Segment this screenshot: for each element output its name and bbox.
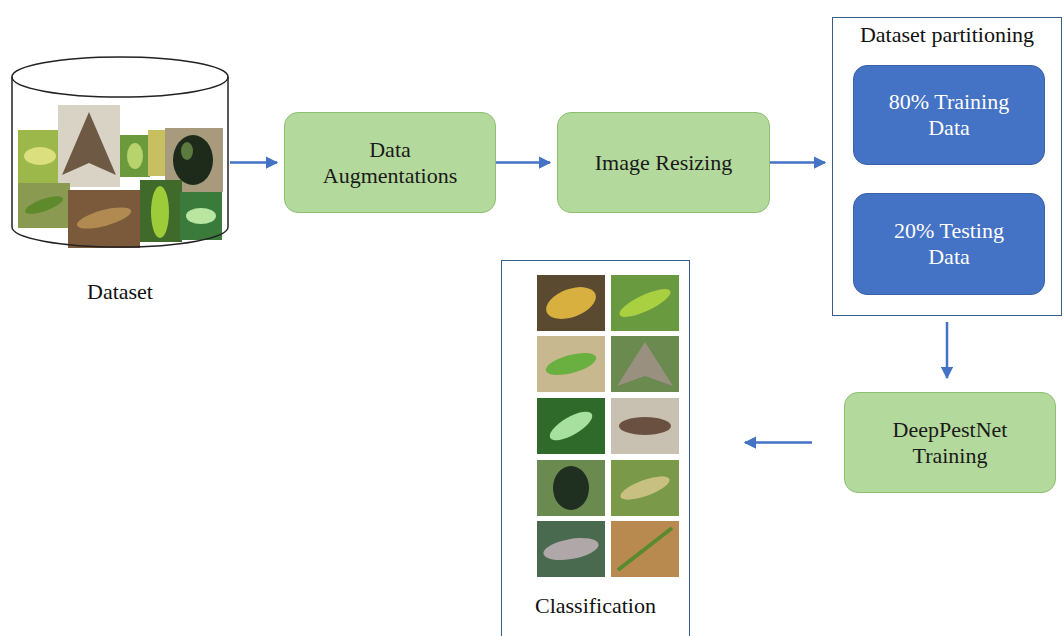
pest-figure <box>127 143 143 169</box>
data-split-box: 80% Training Data <box>853 65 1045 165</box>
pest-figure <box>619 417 671 435</box>
cylinder-top <box>12 57 228 97</box>
pest-figure <box>173 135 213 185</box>
pest-figure <box>618 472 672 505</box>
pest-figure <box>542 534 601 563</box>
cylinder-outline <box>10 55 230 250</box>
pest-photo <box>537 460 605 516</box>
pest-photo <box>140 180 182 242</box>
node-label: Image Resizing <box>595 150 732 176</box>
pest-photo <box>68 190 140 248</box>
pest-figure <box>151 186 169 238</box>
pest-figure <box>546 406 597 446</box>
process-box: Image Resizing <box>557 112 770 213</box>
pest-photo <box>611 275 679 331</box>
pest-photo <box>18 183 70 228</box>
process-box: Data Augmentations <box>284 112 496 213</box>
pest-photo <box>611 336 679 392</box>
cylinder-body <box>12 77 228 247</box>
pest-figure <box>542 281 600 325</box>
pest-figure <box>186 208 216 224</box>
pest-figure <box>544 349 599 380</box>
flow-arrow <box>946 322 949 378</box>
pest-photo <box>58 105 120 187</box>
pest-photo <box>611 460 679 516</box>
pest-photo <box>537 336 605 392</box>
pest-figure <box>62 112 116 175</box>
pest-photo <box>120 135 150 177</box>
group-heading: Dataset partitioning <box>860 22 1034 48</box>
node-label: Data Augmentations <box>315 137 465 189</box>
result-panel: Classification <box>501 260 690 636</box>
group-box: Dataset partitioning 80% Training Data 20%… <box>832 17 1062 316</box>
pest-figure <box>181 142 193 160</box>
pest-figure <box>618 528 672 570</box>
pest-photo <box>18 130 63 185</box>
flow-arrow <box>770 161 825 164</box>
pest-figure <box>617 342 673 386</box>
node-label: 80% Training Data <box>879 89 1019 141</box>
pest-figure <box>23 193 65 218</box>
flow-arrow <box>230 161 277 164</box>
pest-photo <box>611 398 679 454</box>
pest-figure <box>616 284 674 322</box>
flow-arrow <box>745 441 812 444</box>
pest-photo <box>180 192 222 240</box>
data-split-box: 20% Testing Data <box>853 193 1045 295</box>
pest-photo <box>537 275 605 331</box>
pest-photo <box>537 398 605 454</box>
node-label: 20% Testing Data <box>879 218 1019 270</box>
pest-photo <box>537 521 605 577</box>
flow-arrow <box>496 161 550 164</box>
pest-photo <box>611 521 679 577</box>
pest-figure <box>24 147 56 165</box>
node-label: DeepPestNet Training <box>875 417 1025 469</box>
pest-figure <box>553 466 589 510</box>
database-cylinder: Dataset <box>10 55 230 305</box>
node-label: Dataset <box>87 279 153 305</box>
pest-figure <box>75 203 133 233</box>
node-label: Classification <box>535 593 656 619</box>
process-box: DeepPestNet Training <box>844 392 1056 493</box>
